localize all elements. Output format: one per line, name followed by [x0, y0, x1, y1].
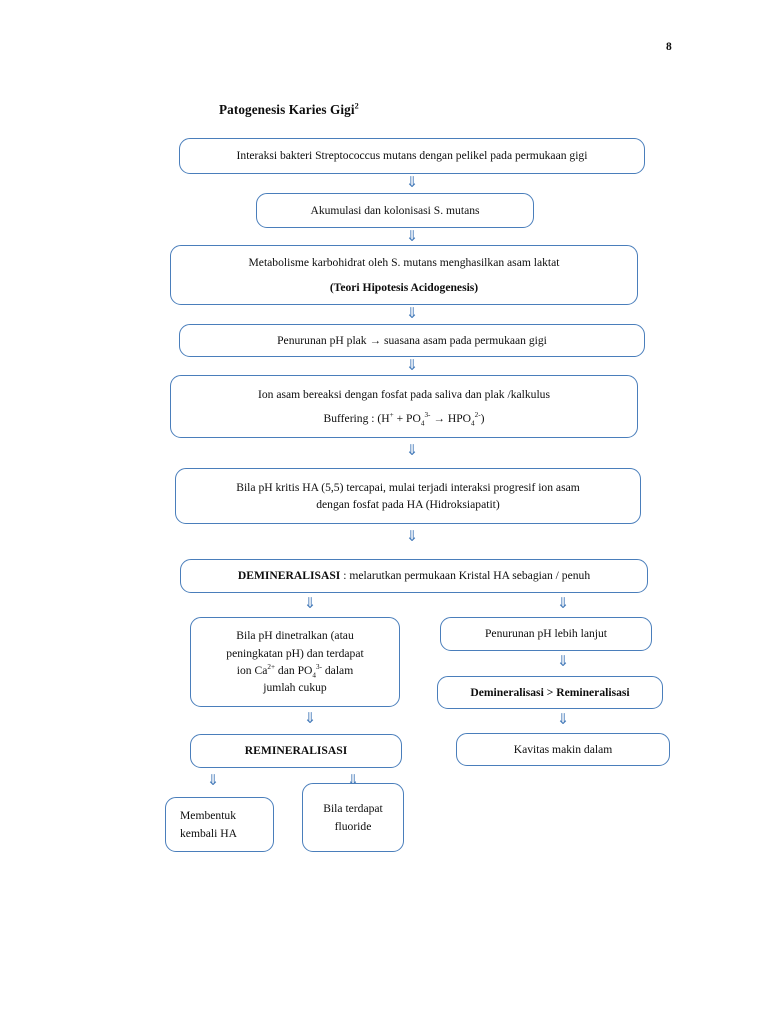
page-title-text: Patogenesis Karies Gigi [219, 102, 355, 117]
page-title: Patogenesis Karies Gigi2 [219, 102, 359, 118]
formula-subscript: 4 [420, 419, 425, 428]
flow-node-interaksi-bakteri: Interaksi bakteri Streptococcus mutans d… [179, 138, 645, 174]
flow-node-text-line2: kembali HA [180, 826, 237, 840]
flow-node-text: REMINERALISASI [244, 744, 348, 758]
flow-node-text-line1: Membentuk [180, 809, 237, 823]
down-arrow-icon: ⇓ [405, 173, 419, 191]
formula-superscript: 2- [474, 411, 481, 420]
flow-node-text-line2: fluoride [334, 819, 372, 833]
flow-node-penurunan-ph-plak: Penurunan pH plak → suasana asam pada pe… [179, 324, 645, 357]
flow-node-text-line1: Bila pH dinetralkan (atau [236, 629, 354, 643]
flow-node-ph-kritis-ha: Bila pH kritis HA (5,5) tercapai, mulai … [175, 468, 641, 524]
page-title-superscript: 2 [354, 101, 359, 111]
flow-node-ion-asam-buffering: Ion asam bereaksi dengan fosfat pada sal… [170, 375, 638, 438]
formula-mid: + PO [393, 412, 421, 425]
down-arrow-icon: ⇓ [556, 594, 570, 612]
flow-node-text-line3: ion Ca2+ dan PO43- dalam [237, 662, 353, 679]
flow-node-remineralisasi: REMINERALISASI [190, 734, 402, 768]
flow-node-text-rest: : melarutkan permukaan Kristal HA sebagi… [340, 569, 591, 583]
flow-node-bila-ph-dinetralkan: Bila pH dinetralkan (atau peningkatan pH… [190, 617, 400, 707]
flow-node-demineralisasi: DEMINERALISASI : melarutkan permukaan Kr… [180, 559, 648, 593]
flow-node-bila-terdapat-fluoride: Bila terdapat fluoride [302, 783, 404, 852]
down-arrow-icon: ⇓ [206, 771, 220, 789]
flow-node-kavitas-makin-dalam: Kavitas makin dalam [456, 733, 670, 766]
flow-node-membentuk-kembali-ha: Membentuk kembali HA [165, 797, 274, 852]
formula-superscript: 2+ [267, 663, 276, 672]
formula-prefix: Buffering : (H [323, 412, 390, 425]
down-arrow-icon: ⇓ [303, 594, 317, 612]
down-arrow-icon: ⇓ [556, 652, 570, 670]
flow-node-text: Kavitas makin dalam [513, 742, 613, 756]
formula-prefix: ion Ca [236, 664, 268, 677]
formula-suffix: dalam [321, 664, 354, 677]
formula-superscript: 3- [315, 663, 322, 672]
flow-node-text-line2: (Teori Hipotesis Acidogenesis) [329, 280, 479, 294]
flow-node-text: Penurunan pH lebih lanjut [484, 627, 608, 641]
flow-node-text: DEMINERALISASI : melarutkan permukaan Kr… [238, 567, 590, 584]
down-arrow-icon: ⇓ [405, 356, 419, 374]
flow-node-metabolisme-karbohidrat: Metabolisme karbohidrat oleh S. mutans m… [170, 245, 638, 305]
formula-arrow: → HPO [430, 412, 472, 425]
flow-node-text: Demineralisasi > Remineralisasi [470, 685, 630, 699]
flow-node-text-line1: Metabolisme karbohidrat oleh S. mutans m… [248, 256, 560, 270]
formula-superscript: 3- [424, 411, 431, 420]
flow-node-text: Akumulasi dan kolonisasi S. mutans [310, 203, 480, 217]
flow-node-text-line2-formula: Buffering : (H+ + PO43- → HPO42-) [324, 410, 485, 427]
down-arrow-icon: ⇓ [303, 709, 317, 727]
down-arrow-icon: ⇓ [405, 527, 419, 545]
flow-node-text-bold: DEMINERALISASI [237, 569, 341, 583]
flow-node-text-line1: Bila terdapat [323, 802, 383, 816]
flow-node-text-line1: Ion asam bereaksi dengan fosfat pada sal… [257, 387, 550, 401]
down-arrow-icon: ⇓ [405, 304, 419, 322]
down-arrow-icon: ⇓ [405, 441, 419, 459]
flow-node-demineralisasi-gt-remineralisasi: Demineralisasi > Remineralisasi [437, 676, 663, 709]
flow-node-text-line2: dengan fosfat pada HA (Hidroksiapatit) [316, 498, 500, 511]
formula-suffix: ) [480, 412, 485, 425]
flow-node-penurunan-ph-lebih-lanjut: Penurunan pH lebih lanjut [440, 617, 652, 651]
flow-node-text-line4: jumlah cukup [263, 681, 327, 695]
page-number: 8 [666, 41, 672, 53]
flow-node-text-line2: peningkatan pH) dan terdapat [226, 646, 364, 660]
flow-node-text-line1: Bila pH kritis HA (5,5) tercapai, mulai … [236, 480, 580, 494]
formula-subscript: 4 [312, 671, 316, 680]
formula-superscript: + [389, 411, 394, 420]
formula-subscript: 4 [471, 419, 475, 428]
down-arrow-icon: ⇓ [405, 227, 419, 245]
flow-node-text: Penurunan pH plak → suasana asam pada pe… [277, 333, 547, 347]
flow-node-akumulasi-kolonisasi: Akumulasi dan kolonisasi S. mutans [256, 193, 534, 228]
formula-mid: dan PO [275, 664, 313, 677]
down-arrow-icon: ⇓ [556, 710, 570, 728]
flow-node-text: Interaksi bakteri Streptococcus mutans d… [236, 149, 588, 163]
